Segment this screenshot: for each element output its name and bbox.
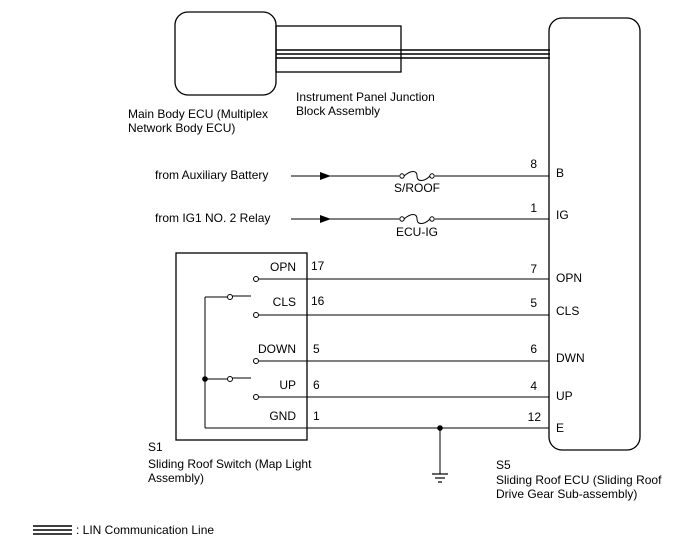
switch-pin-num-gnd: 1 <box>313 409 320 423</box>
switch-pin-num-down: 5 <box>313 342 320 356</box>
ecu-pin-name-e: E <box>556 421 564 435</box>
switch-pin-num-opn: 17 <box>311 259 325 273</box>
fuse-sroof-label: S/ROOF <box>394 181 440 195</box>
ecu-pin-name-up: UP <box>556 389 573 403</box>
ecu-pin-num-b: 8 <box>530 157 537 171</box>
switch-pin-name-opn: OPN <box>270 260 296 274</box>
ecu-pin-num-up: 4 <box>530 379 537 393</box>
switch-pin-num-cls: 16 <box>311 294 325 308</box>
switch-contact-down <box>253 358 549 364</box>
legend-lin-line-icon <box>33 525 72 535</box>
junction-dot-switch <box>202 376 208 382</box>
s5-label-line2: Drive Gear Sub-assembly) <box>496 487 637 501</box>
sliding-roof-ecu-box <box>548 17 641 451</box>
switch-pin-num-up: 6 <box>313 378 320 392</box>
ecu-pin-num-opn: 7 <box>530 262 537 276</box>
switch-contact-up <box>253 394 549 400</box>
switch-pin-name-down: DOWN <box>258 342 296 356</box>
switch-lever-open-close <box>205 294 251 300</box>
switch-pin-name-cls: CLS <box>273 295 296 309</box>
switch-contact-cls <box>253 312 549 318</box>
fuse-sroof-icon <box>399 171 435 181</box>
ecu-pin-name-ig: IG <box>556 208 569 222</box>
fuse-ecu-ig-label: ECU-IG <box>396 225 438 239</box>
main-body-ecu-box <box>174 11 277 96</box>
ecu-pin-name-b: B <box>556 166 564 180</box>
ecu-pin-num-cls: 5 <box>530 296 537 310</box>
arrow-ig-icon <box>320 215 331 223</box>
main-body-ecu-label-line2: Network Body ECU) <box>128 121 235 135</box>
s1-label-line2: Assembly) <box>148 471 204 485</box>
source-aux-battery-label: from Auxiliary Battery <box>155 168 268 182</box>
switch-pin-name-up: UP <box>279 378 296 392</box>
ecu-pin-num-ig: 1 <box>530 201 537 215</box>
junction-block-label-line2: Block Assembly <box>296 104 380 118</box>
lin-communication-line <box>276 49 550 59</box>
s1-code: S1 <box>148 440 163 454</box>
ecu-pin-name-cls: CLS <box>556 304 579 318</box>
legend-lin-text: : LIN Communication Line <box>76 523 214 537</box>
source-ig1-relay-label: from IG1 NO. 2 Relay <box>155 211 270 225</box>
ground-icon <box>432 473 448 483</box>
main-body-ecu-label-line1: Main Body ECU (Multiplex <box>128 107 268 121</box>
fuse-ecu-ig-icon <box>399 214 435 224</box>
sliding-roof-switch-box <box>175 252 308 441</box>
junction-block-label-line1: Instrument Panel Junction <box>296 90 435 104</box>
ecu-pin-num-dwn: 6 <box>530 342 537 356</box>
switch-pin-name-gnd: GND <box>269 409 296 423</box>
s5-code: S5 <box>496 458 511 472</box>
s1-label-line1: Sliding Roof Switch (Map Light <box>148 457 312 471</box>
ecu-pin-name-opn: OPN <box>556 271 582 285</box>
junction-block-box <box>275 25 402 73</box>
switch-contact-opn <box>253 276 549 282</box>
s5-label-line1: Sliding Roof ECU (Sliding Roof <box>496 473 662 487</box>
ecu-pin-name-dwn: DWN <box>556 351 585 365</box>
switch-lever-up-down <box>205 376 251 382</box>
arrow-b-icon <box>320 172 331 180</box>
ecu-pin-num-e: 12 <box>528 410 542 424</box>
